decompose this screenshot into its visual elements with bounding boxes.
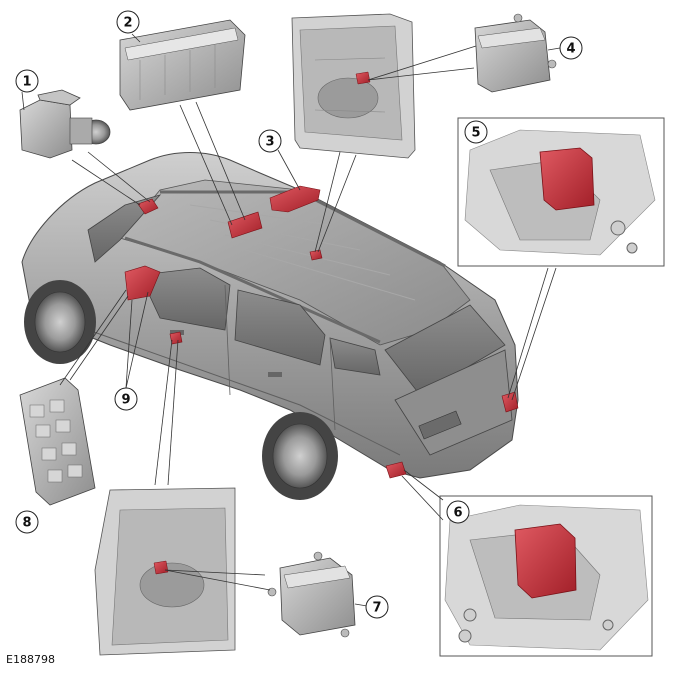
inset-5-module (539, 147, 595, 211)
inset-front-door (291, 13, 416, 159)
callout-6: 6 (446, 500, 470, 524)
callout-2: 2 (116, 10, 140, 34)
location-6 (385, 461, 407, 479)
inset-5 (457, 117, 665, 267)
front-wheel-rim (34, 291, 86, 353)
rear-wheel-rim (272, 423, 328, 489)
roof-rail (124, 236, 381, 344)
location-1 (137, 198, 159, 215)
number-plate (418, 410, 462, 440)
component-door-module-4 (474, 13, 557, 93)
callout-8: 8 (15, 510, 39, 534)
callout-number: 5 (471, 126, 480, 141)
location-3 (269, 185, 321, 213)
callout-7: 7 (365, 595, 389, 619)
component-door-module-7 (267, 551, 356, 638)
figure-id: E188798 (6, 653, 55, 666)
side-window-front (139, 267, 231, 331)
location-7 (169, 331, 183, 345)
callout-4: 4 (559, 36, 583, 60)
location-5 (501, 391, 519, 413)
inset-6 (439, 495, 653, 657)
inset-rear-door (94, 487, 236, 656)
callout-number: 3 (265, 135, 274, 150)
roof-ridge (189, 204, 416, 301)
callout-number: 4 (566, 42, 575, 57)
callout-number: 2 (123, 16, 132, 31)
component-2-module (119, 19, 246, 111)
vehicle-roof (119, 179, 471, 346)
leader-lines (21, 33, 561, 607)
callout-5: 5 (464, 120, 488, 144)
component-fuse-box-8 (19, 377, 96, 506)
side-window-rear (234, 289, 326, 366)
inset-6-module (514, 523, 577, 599)
location-4-detail (355, 71, 371, 85)
windscreen (87, 194, 162, 263)
callout-number: 8 (22, 516, 31, 531)
callout-number: 6 (453, 506, 462, 521)
component-abs-module (19, 89, 111, 159)
highlighted-locations (124, 185, 519, 479)
vehicle (21, 152, 519, 500)
callout-9: 9 (114, 387, 138, 411)
body-crease (59, 319, 401, 456)
callout-number: 1 (22, 75, 31, 90)
side-window-quarter (329, 337, 381, 376)
callouts: 1 2 3 4 5 6 7 8 (15, 10, 583, 619)
callout-3: 3 (258, 129, 282, 153)
location-7-detail (153, 560, 169, 575)
callout-1: 1 (15, 69, 39, 93)
location-4 (309, 249, 323, 261)
location-2 (227, 211, 263, 239)
location-8-9 (124, 265, 161, 301)
rear-window (384, 304, 506, 396)
callout-number: 9 (121, 393, 130, 408)
callout-number: 7 (372, 601, 381, 616)
door-shut-line (224, 284, 336, 431)
door-handle (268, 372, 282, 377)
